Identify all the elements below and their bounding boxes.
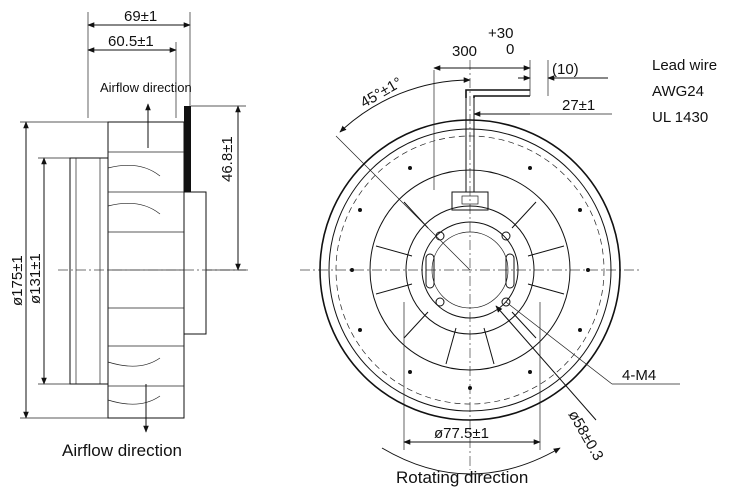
mount-pcd-label: ø77.5±1 xyxy=(434,425,489,442)
blade-lines xyxy=(107,151,184,405)
overall-depth-label: 69±1 xyxy=(124,8,157,25)
outer-diameter-label: ø175±1 xyxy=(9,255,26,306)
impeller-ring xyxy=(369,169,571,371)
motor-flange xyxy=(405,205,535,335)
inlet-depth-label: 60.5±1 xyxy=(108,33,154,50)
inlet-ring xyxy=(69,157,109,385)
motor-housing xyxy=(183,191,207,335)
strip-length-label: (10) xyxy=(552,61,579,78)
inlet-diameter-label: ø131±1 xyxy=(27,253,44,304)
motor-hub-plate xyxy=(184,106,191,192)
lead-wire-standard: UL 1430 xyxy=(652,109,708,126)
mount-screws-label: 4-M4 xyxy=(622,367,656,384)
hub-circle xyxy=(421,221,519,319)
angle-dim-arc xyxy=(339,77,471,133)
hub-height-label: 46.8±1 xyxy=(219,136,236,182)
rotating-direction-label: Rotating direction xyxy=(396,468,528,487)
front-view: 300 +30 0 (10) 27±1 45°±1° 4-M4 ø58±0.3 … xyxy=(300,25,680,487)
lead-wire-note: Lead wire AWG24 UL 1430 xyxy=(652,57,717,126)
hub-diameter-label: ø58±0.3 xyxy=(565,408,607,464)
side-view: 69±1 60.5±1 Airflow direction xyxy=(9,8,248,460)
lead-exit-label: 27±1 xyxy=(562,97,595,114)
lead-length-label: 300 xyxy=(452,43,477,60)
lead-tol-minus: 0 xyxy=(506,41,514,58)
airflow-label-bottom: Airflow direction xyxy=(62,441,182,460)
lead-wire-gauge: AWG24 xyxy=(652,83,704,100)
angle-label: 45°±1° xyxy=(358,74,406,111)
lead-wire-title: Lead wire xyxy=(652,57,717,74)
lead-tol-plus: +30 xyxy=(488,25,513,42)
mount-holes xyxy=(435,231,511,307)
lead-connector xyxy=(451,191,489,211)
rotating-direction-arrow xyxy=(381,447,561,475)
housing-dots xyxy=(350,166,590,390)
airflow-label-top: Airflow direction xyxy=(100,80,192,95)
